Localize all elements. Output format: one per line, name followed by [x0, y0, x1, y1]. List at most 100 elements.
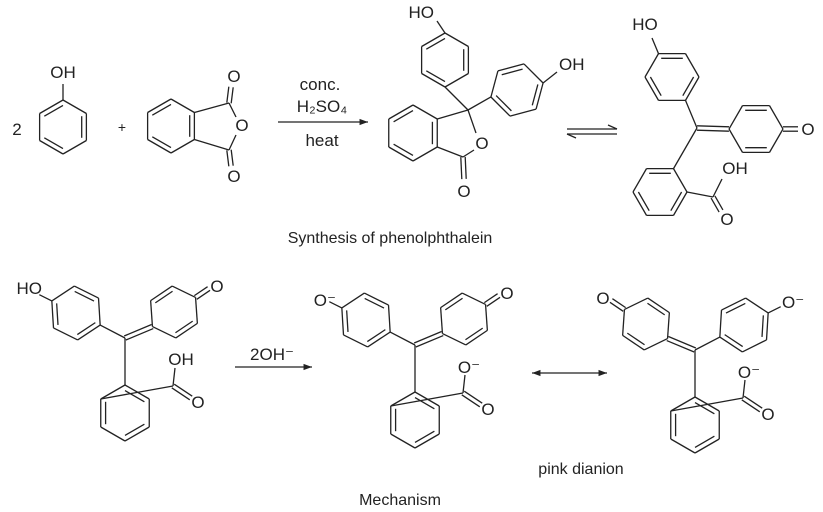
ring-bond [632, 191, 648, 216]
ring-bond [535, 82, 544, 110]
ring-bond [100, 384, 126, 400]
ring-double-bond [647, 302, 666, 316]
reactant-ho: HO [17, 279, 43, 298]
bond [100, 385, 174, 400]
ring-bond [622, 334, 645, 351]
ring-bond [150, 285, 173, 302]
ring-double-bond [670, 191, 683, 212]
ring-double-bond [393, 110, 414, 123]
ring-bond [684, 53, 700, 78]
reagent-hydroxide: 2OH⁻ [250, 345, 294, 364]
ring-bond [171, 285, 196, 299]
ring-double-bond [725, 302, 746, 314]
bond [39, 294, 53, 302]
double-bond [413, 330, 442, 344]
ring-bond [465, 329, 488, 346]
ring-bond [461, 292, 486, 306]
ring-bond [421, 72, 446, 88]
ring-bond [39, 139, 64, 155]
ring-bond [670, 396, 696, 412]
double-bond [415, 334, 444, 348]
equilibrium-reverse-head [566, 133, 577, 139]
ring-bond [390, 391, 416, 407]
ring-bond [721, 297, 746, 311]
ring-bond [672, 168, 688, 193]
ring-bond [728, 128, 744, 153]
resonance-arrow-right-head [598, 369, 607, 377]
bond [462, 374, 466, 394]
anhydride-o-bottom: O [227, 167, 240, 186]
ring-double-bond [151, 103, 172, 116]
bond [462, 149, 475, 158]
double-bond [460, 157, 463, 180]
ring-bond [768, 105, 784, 130]
ring-double-bond [531, 84, 539, 106]
ring-double-bond [425, 37, 446, 50]
ring-bond [632, 168, 648, 193]
quinoid-ho: HO [632, 15, 658, 34]
resonance-arrow-left-head [532, 369, 541, 377]
ring-bond [51, 300, 55, 328]
ring-bond [147, 138, 172, 154]
ring-bond [124, 426, 150, 442]
ring-bond [388, 104, 414, 120]
ring-double-bond [175, 320, 194, 334]
ring-bond [666, 312, 671, 339]
double-bond [226, 86, 230, 103]
ring-bond [149, 300, 154, 327]
bond [672, 127, 698, 169]
ring-bond [412, 146, 438, 162]
ring-bond [728, 105, 744, 130]
anhydride-o-ring: O [235, 116, 248, 135]
bond [670, 397, 744, 412]
ring-bond [644, 53, 660, 78]
plus-sign: + [118, 119, 126, 135]
phenolphthalein-carbonyl-o: O [457, 182, 470, 201]
ring-double-bond [76, 322, 96, 336]
double-bond [196, 289, 211, 300]
ring-bond [77, 324, 101, 341]
coefficient: 2 [12, 120, 21, 139]
ring-bond [412, 104, 438, 120]
anhydride-o-top: O [227, 67, 240, 86]
bond-layer [38, 20, 798, 454]
double-bond [483, 293, 498, 304]
ring-bond [170, 98, 195, 114]
ring-double-bond [724, 334, 744, 348]
double-bond [612, 298, 627, 309]
bond [694, 336, 721, 351]
phenolphthalein-ho: HO [409, 3, 435, 22]
synthesis-caption: Synthesis of phenolphthalein [288, 230, 493, 247]
bond [742, 379, 746, 399]
double-bond [741, 399, 761, 413]
dianion2-carbonyl-o: O [761, 405, 774, 424]
ring-bond [152, 325, 177, 339]
ring-bond [444, 32, 469, 48]
bond [686, 191, 714, 198]
ring-double-bond [694, 402, 715, 415]
ring-double-bond [414, 430, 435, 443]
double-bond [463, 390, 483, 404]
double-bond [609, 301, 624, 312]
ring-bond [170, 138, 195, 154]
ring-double-bond [366, 329, 386, 343]
ring-bond [644, 76, 660, 101]
double-bond [668, 335, 697, 349]
ring-double-bond [56, 303, 59, 325]
ring-bond [39, 99, 64, 115]
ring-bond [147, 98, 172, 114]
bond [436, 20, 446, 34]
ring-double-bond [694, 435, 715, 448]
condition-heat: heat [305, 131, 338, 150]
double-bond [666, 339, 695, 353]
bond [467, 96, 492, 111]
bond [99, 324, 126, 339]
ring-bond [647, 297, 670, 314]
bond [437, 109, 469, 120]
double-bond [226, 150, 230, 167]
double-bond [230, 87, 234, 104]
ring-bond [62, 139, 87, 155]
reaction-arrow-head [359, 118, 368, 126]
bond [542, 71, 558, 84]
